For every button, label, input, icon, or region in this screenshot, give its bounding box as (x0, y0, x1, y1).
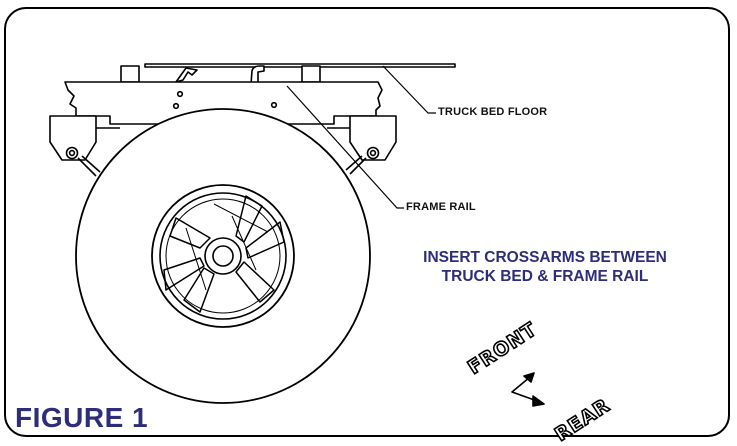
crossarm-clip-small (250, 65, 265, 85)
instruction-line-2: TRUCK BED & FRAME RAIL (441, 268, 649, 285)
frame-hole (176, 90, 184, 98)
callout-frame-rail: FRAME RAIL (406, 201, 476, 213)
frame-bracket-left (120, 65, 140, 83)
spring-hanger-right (349, 115, 397, 161)
leader-truck-bed-floor (382, 65, 436, 114)
spring-eye-right (366, 146, 380, 160)
frame-hole (270, 101, 278, 109)
figure-frame (4, 7, 730, 437)
frame-hole (172, 102, 180, 110)
leader-frame-rail (286, 85, 404, 209)
callout-truck-bed-floor: TRUCK BED FLOOR (438, 106, 548, 118)
spring-eye-left (65, 146, 79, 160)
spring-hanger-left (49, 115, 97, 161)
truck-bed-floor-plate (144, 63, 456, 68)
instruction-line-1: INSERT CROSSARMS BETWEEN (423, 249, 667, 266)
direction-arrow (511, 376, 541, 403)
instruction-text: INSERT CROSSARMS BETWEEN TRUCK BED & FRA… (355, 248, 735, 286)
crossarm-clip-left (175, 67, 198, 83)
direction-arrowhead-front (523, 372, 535, 383)
wheel-hub (204, 237, 242, 275)
frame-bracket-right (301, 65, 321, 83)
direction-arrowhead-rear (532, 395, 545, 407)
figure-label: FIGURE 1 (15, 402, 149, 433)
wheel-rim-inner (159, 192, 287, 320)
frame-rail-body (64, 81, 383, 125)
wheel-spokes (163, 195, 285, 313)
